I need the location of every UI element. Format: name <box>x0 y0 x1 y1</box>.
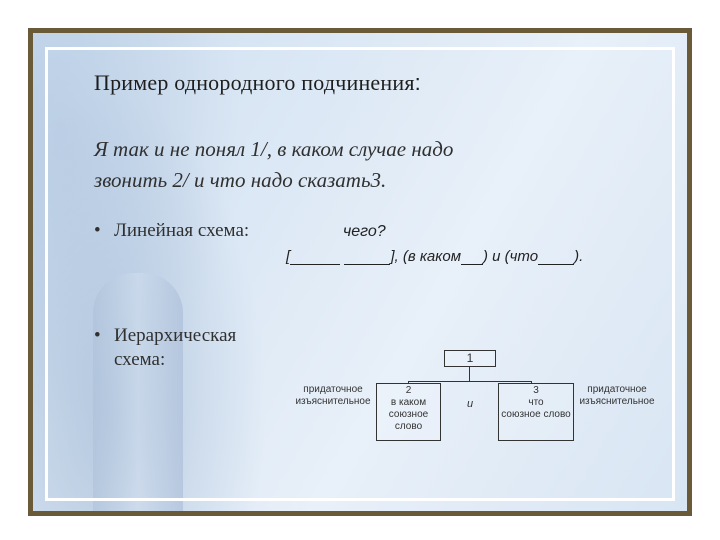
hier-connector-left-tick <box>408 381 409 384</box>
bullet-dot: • <box>94 325 101 346</box>
slide-frame <box>28 28 692 516</box>
hier-left-label-line1: придаточное <box>303 384 363 395</box>
hier-left-label-line2: изъяснительное <box>295 396 371 407</box>
linear-open-bracket: [ <box>286 248 291 265</box>
bullet-hier-label-1: Иерархическая <box>114 325 237 346</box>
bullet-linear-label: Линейная схема: <box>114 220 250 241</box>
linear-and: и <box>492 248 501 265</box>
hier-clause-3-number: 3 <box>533 385 539 396</box>
linear-blank <box>290 250 341 265</box>
linear-blank <box>460 250 483 265</box>
linear-close-bracket: ], <box>390 248 399 265</box>
hier-right-label-line2: изъяснительное <box>579 396 655 407</box>
example-line-1: Я так и не понял 1/, в каком случае надо <box>94 137 454 161</box>
linear-part3-suffix: ). <box>574 248 584 265</box>
hier-clause-3-line1: что <box>528 397 544 408</box>
slide-title: Пример однородного подчинения: <box>94 70 421 96</box>
bullet-dot: • <box>94 220 101 241</box>
linear-part3-prefix: (что <box>504 248 539 265</box>
hier-clause-3-box: 3 что союзное слово <box>498 383 574 441</box>
bullet-hierarchical-scheme: • Иерархическая схема: <box>94 324 314 372</box>
linear-blank <box>538 250 575 265</box>
background-column-decoration <box>33 33 293 511</box>
inner-border <box>45 47 675 501</box>
hier-clause-3-line2: союзное слово <box>501 409 571 420</box>
hier-clause-2-line3: слово <box>394 421 423 432</box>
hier-right-label-line1: придаточное <box>587 384 647 395</box>
hier-clause-2-line1: в каком <box>390 397 427 408</box>
linear-part2-suffix: ) <box>482 248 488 265</box>
hier-connector-and: и <box>466 398 474 410</box>
example-sentence: Я так и не понял 1/, в каком случае надо… <box>94 134 654 196</box>
hier-main-clause-number: 1 <box>466 351 474 365</box>
hier-connector-horizontal <box>408 381 532 382</box>
example-line-2: звонить 2/ и что надо сказать3. <box>94 168 387 192</box>
linear-scheme-row: [ ], (в каком) и (что). <box>286 248 583 265</box>
slide-title-colon: : <box>414 70 421 95</box>
linear-part2-prefix: (в каком <box>402 248 461 265</box>
bullet-hier-label-2: схема: <box>114 349 166 370</box>
hier-main-clause-box: 1 <box>444 350 496 367</box>
hier-left-label: придаточное изъяснительное <box>292 384 374 408</box>
hier-connector-vertical <box>469 367 470 381</box>
hier-clause-2-box: 2 в каком союзное слово <box>376 383 441 441</box>
hier-clause-2-line2: союзное <box>388 409 429 420</box>
hier-clause-2-number: 2 <box>405 385 412 396</box>
hier-right-label: придаточное изъяснительное <box>574 384 660 408</box>
linear-question-word: чего? <box>343 223 386 240</box>
bullet-linear-scheme: • Линейная схема: <box>94 219 249 243</box>
linear-blank <box>344 250 391 265</box>
hier-connector-right-tick <box>531 381 532 384</box>
slide-title-text: Пример однородного подчинения <box>94 70 415 95</box>
